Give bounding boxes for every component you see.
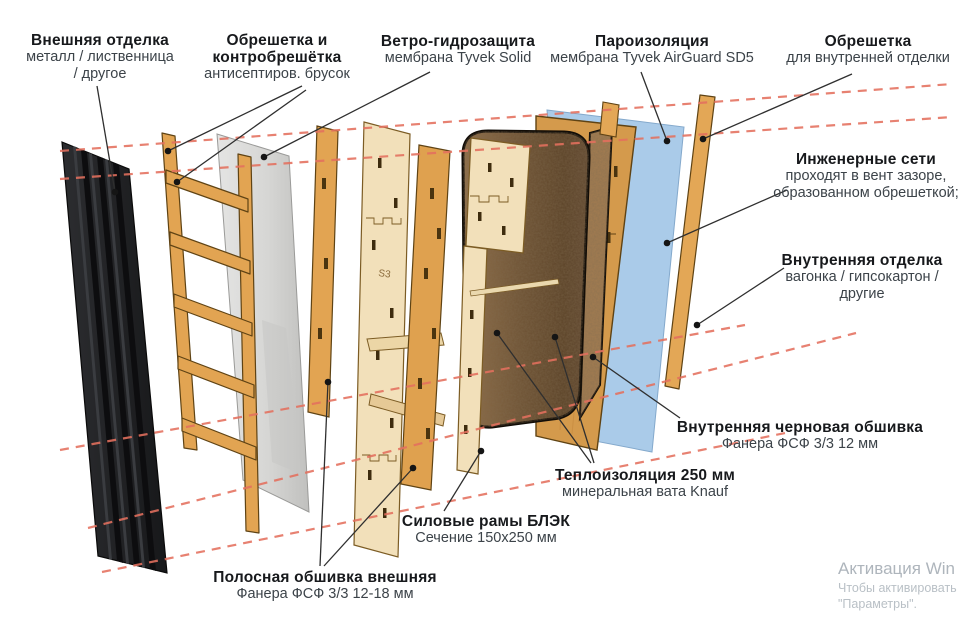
label-title: Обрешетка (824, 33, 912, 50)
strip-sheathing-1 (307, 125, 339, 418)
label-inner-rough-sheathing: Внутренняя черновая обшивка Фанера ФСФ 3… (677, 419, 923, 453)
label-title: Теплоизоляция 250 мм (554, 467, 736, 484)
label-subtitle: проходят в вент зазоре, (785, 168, 947, 184)
batten-ladder (161, 132, 260, 534)
label-subtitle: Фанера ФСФ 3/3 12 мм (721, 436, 879, 452)
windows-activation-watermark: Активация Win Чтобы активировать "Параме… (838, 558, 957, 612)
leader-lines (96, 71, 853, 567)
label-utilities: Инженерные сети проходят в вент зазоре, … (773, 151, 959, 201)
label-title: Полосная обшивка внешняя (213, 569, 437, 586)
label-subtitle: металл / лиственница (26, 49, 174, 65)
insulation-block (461, 125, 614, 429)
watermark-line: "Параметры". (838, 597, 917, 611)
label-subtitle: Сечение 150x250 мм (415, 530, 557, 546)
label-vapor-barrier: Пароизоляция мембрана Tyvek AirGuard SD5 (550, 33, 754, 67)
label-subtitle: мембрана Tyvek AirGuard SD5 (550, 50, 754, 66)
label-battens-counter-battens: Обрешетка и контробрешётка антисептиров.… (204, 32, 350, 83)
label-title: Внешняя отделка (30, 32, 169, 49)
label-title: Пароизоляция (594, 33, 710, 50)
label-inner-finish: Внутренняя отделка вагонка / гипсокартон… (782, 252, 943, 302)
label-inner-battens: Обрешетка для внутренней отделки (786, 33, 950, 67)
label-subtitle: мембрана Tyvek Solid (384, 50, 532, 66)
label-power-frames: Силовые рамы БЛЭК Сечение 150x250 мм (402, 513, 570, 547)
label-subtitle: / другое (73, 65, 127, 82)
label-strip-sheathing: Полосная обшивка внешняя Фанера ФСФ 3/3 … (213, 569, 436, 603)
frame-marking-text: S3 (378, 268, 392, 281)
label-subtitle: минеральная вата Knauf (562, 484, 728, 500)
label-title: Силовые рамы БЛЭК (401, 513, 571, 530)
strip-sheathing-2 (400, 144, 451, 491)
label-subtitle: образованном обрешеткой; (773, 184, 959, 201)
frame-column-2 (456, 137, 560, 475)
watermark-title: Активация Win (838, 559, 955, 578)
label-subtitle: Фанера ФСФ 3/3 12-18 мм (236, 586, 414, 602)
alignment-dashed-lines (59, 82, 953, 574)
leader-dots (111, 135, 707, 472)
watermark-line: Чтобы активировать (838, 581, 957, 595)
label-title: Инженерные сети (795, 151, 937, 168)
label-title: контробрешётка (212, 49, 342, 66)
metal-cladding-layer (61, 141, 168, 574)
label-subtitle: вагонка / гипсокартон / (785, 269, 939, 285)
label-subtitle: антисептиров. брусок (204, 66, 350, 82)
inner-batten-top-piece (599, 101, 620, 138)
inner-batten (664, 94, 716, 390)
label-title: Ветро-гидрозащита (380, 33, 536, 50)
label-subtitle: для внутренней отделки (786, 50, 950, 66)
label-title: Внутренняя черновая обшивка (676, 419, 924, 436)
label-insulation: Теплоизоляция 250 мм минеральная вата Kn… (555, 467, 735, 501)
label-title: Внутренняя отделка (781, 252, 943, 269)
label-wind-protection: Ветро-гидрозащита мембрана Tyvek Solid (381, 33, 535, 67)
label-title: Обрешетка и (226, 32, 328, 49)
label-subtitle: другие (839, 285, 885, 302)
label-external-finish: Внешняя отделка металл / лиственница / д… (26, 32, 174, 82)
